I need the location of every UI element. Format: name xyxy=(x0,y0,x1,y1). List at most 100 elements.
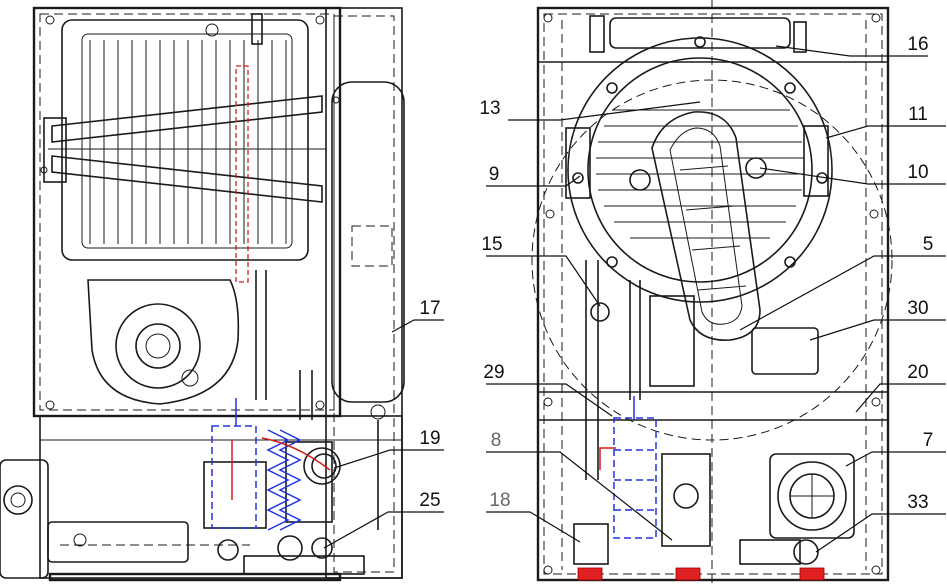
callout-20: 20 xyxy=(907,362,928,383)
left-expansion-vessel xyxy=(331,81,405,403)
right-inner-frame xyxy=(543,13,883,575)
callout-33: 33 xyxy=(907,492,928,513)
left-side-view xyxy=(0,6,405,582)
right-pump-housing xyxy=(769,453,855,539)
leader-10 xyxy=(759,167,946,185)
left-top-connector xyxy=(251,13,263,45)
left-control-knob xyxy=(3,485,33,515)
right-casing-outline xyxy=(536,6,890,582)
left-fan-housing xyxy=(87,279,240,405)
left-fan-wheel xyxy=(115,303,201,389)
left-exchanger-fins xyxy=(89,40,287,244)
right-connector-3 xyxy=(799,567,825,581)
right-gas-valve-knob xyxy=(673,483,699,509)
right-burner-rib-3 xyxy=(691,245,741,251)
left-bottom-fitting-2 xyxy=(277,535,303,561)
left-water-spring-1 xyxy=(266,429,290,531)
right-fan-bracket xyxy=(649,295,695,387)
callout-29: 29 xyxy=(483,362,504,383)
leader-25 xyxy=(323,511,444,549)
right-burner-rib-4 xyxy=(697,285,747,291)
left-rear-panel xyxy=(325,7,403,579)
left-rear-panel-dash xyxy=(333,15,395,573)
left-burner-upper-bar xyxy=(51,95,323,143)
callout-15: 15 xyxy=(481,234,502,255)
left-water-spring-2 xyxy=(278,429,302,531)
leader-7 xyxy=(845,451,946,467)
left-casing-outline xyxy=(32,6,342,418)
callout-8: 8 xyxy=(491,430,502,451)
right-electrode-left xyxy=(629,169,651,191)
right-fitting-15 xyxy=(590,302,610,322)
callout-30: 30 xyxy=(907,298,928,319)
callout-labels: 16 13 11 9 10 15 5 17 30 29 20 19 8 7 25… xyxy=(419,34,933,513)
right-chamber-ring xyxy=(531,79,893,441)
left-water-path-dashed xyxy=(211,425,257,529)
left-fan-hub xyxy=(135,323,181,369)
right-gas-valve xyxy=(661,453,711,547)
leader-11 xyxy=(825,125,946,139)
left-duct-hole xyxy=(73,533,87,547)
right-front-view xyxy=(531,0,893,586)
right-electrode-right xyxy=(745,157,767,179)
callout-7: 7 xyxy=(923,430,934,451)
left-bottom-manifold xyxy=(243,555,365,575)
leader-9 xyxy=(486,175,581,187)
right-burner-tube-inner xyxy=(669,127,743,325)
callout-25: 25 xyxy=(419,490,440,511)
right-bracket-right xyxy=(803,125,829,197)
left-pump-body xyxy=(285,441,333,523)
callout-11: 11 xyxy=(908,104,928,125)
left-sensor-dashed xyxy=(235,65,249,283)
leader-20 xyxy=(855,383,946,413)
left-control-box xyxy=(0,459,49,579)
callout-16: 16 xyxy=(907,34,928,55)
leader-8 xyxy=(486,451,673,541)
right-chamber-grate xyxy=(596,109,804,239)
right-top-hood xyxy=(609,17,791,49)
callout-10: 10 xyxy=(907,162,928,183)
right-burner-rib-1 xyxy=(679,165,729,171)
callout-9: 9 xyxy=(489,164,500,185)
left-bottom-plate xyxy=(48,572,342,582)
left-top-nut xyxy=(205,23,219,37)
leader-lines xyxy=(323,45,946,553)
right-bracket-left xyxy=(565,127,591,199)
leader-29 xyxy=(486,383,613,417)
left-vessel-bracket xyxy=(351,225,393,267)
leader-5 xyxy=(739,255,946,331)
leader-19 xyxy=(333,449,444,469)
left-valve-19 xyxy=(311,453,337,479)
leader-16 xyxy=(775,45,928,57)
right-burner-rib-2 xyxy=(685,205,735,211)
right-valve-33 xyxy=(793,539,819,565)
right-casing-screws xyxy=(543,13,881,575)
left-bottom-duct xyxy=(47,521,189,563)
left-control-knob-inner xyxy=(10,492,26,508)
left-bottom-fitting-3 xyxy=(311,537,333,559)
callout-18: 18 xyxy=(489,490,510,511)
right-connector-2 xyxy=(675,567,701,581)
left-casing-screws xyxy=(40,15,340,410)
right-top-valve-right xyxy=(793,21,807,53)
callout-13: 13 xyxy=(479,98,500,119)
left-lower-cabinet xyxy=(39,415,403,579)
right-bottom-manifold xyxy=(739,539,801,565)
left-inner-frame xyxy=(39,13,335,411)
leader-30 xyxy=(809,319,946,341)
left-heat-exchanger xyxy=(61,19,309,261)
right-water-grid xyxy=(614,449,656,511)
left-burner-lower-bar xyxy=(51,155,323,203)
left-vessel-valve xyxy=(370,404,386,420)
leader-13 xyxy=(508,101,701,121)
callout-5: 5 xyxy=(923,234,934,255)
leader-33 xyxy=(815,513,946,553)
right-gas-line xyxy=(599,447,616,470)
left-fan-screw xyxy=(181,369,199,387)
right-burner-tube xyxy=(651,111,761,341)
right-connector-1 xyxy=(577,567,603,581)
left-heat-exchanger-inner xyxy=(81,33,293,249)
left-bottom-fitting-1 xyxy=(217,539,239,561)
right-water-path-dashed xyxy=(613,417,657,539)
